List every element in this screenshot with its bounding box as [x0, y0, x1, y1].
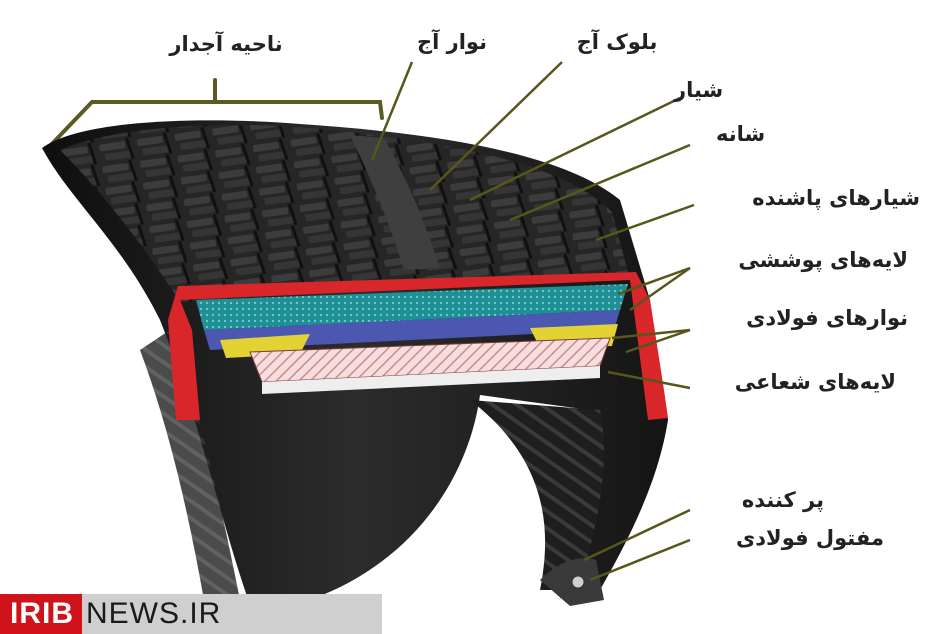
tread-zone-bracket — [46, 78, 384, 150]
leader-filler — [583, 508, 691, 562]
leader-steel-belts-1 — [611, 328, 691, 340]
inner-sidewall-ribs — [470, 400, 604, 590]
bead-area — [540, 558, 604, 606]
leader-radial-plies — [607, 370, 691, 390]
tread-strip-band — [350, 135, 440, 270]
label-cap-plies: لایه‌های پوششی — [738, 248, 908, 272]
label-steel-wire: مفتول فولادی — [736, 526, 884, 550]
leader-tread-block — [429, 61, 563, 191]
label-shoulder: شانه — [716, 122, 766, 146]
tread-surface — [60, 124, 628, 302]
leader-cap-plies-2 — [629, 266, 691, 312]
label-tread-block: بلوک آج — [576, 30, 658, 54]
leader-tread-strip — [370, 61, 414, 161]
left-sidewall-texture — [140, 330, 240, 606]
watermark-brand-box: IRIB — [0, 594, 82, 634]
label-filler: پر کننده — [741, 488, 824, 512]
leader-steel-wire — [589, 538, 691, 582]
blue-ply — [204, 310, 620, 350]
red-outer-layer — [168, 272, 668, 420]
steel-wire-bead — [571, 575, 585, 589]
leader-sipes — [595, 203, 695, 242]
label-groove: شیار — [674, 78, 724, 102]
cross-section-layers — [168, 272, 668, 420]
label-radial-plies: لایه‌های شعاعی — [734, 370, 896, 394]
label-steel-belts: نوارهای فولادی — [746, 306, 908, 330]
label-sipes: شیارهای پاشنده — [752, 186, 920, 210]
leader-steel-belts-2 — [625, 328, 691, 354]
label-tread-zone: ناحیه آجدار — [169, 32, 283, 56]
leader-cap-plies-1 — [617, 266, 691, 296]
leader-lines — [370, 61, 695, 582]
leader-shoulder — [509, 143, 691, 222]
inner-liner — [262, 366, 600, 394]
label-tread-strip: نوار آج — [417, 30, 487, 54]
teal-cap-ply — [196, 284, 628, 330]
irib-news-watermark: IRIB NEWS.IR — [0, 594, 382, 634]
watermark-brand-rest: NEWS.IR — [86, 597, 222, 630]
leader-groove — [469, 96, 681, 202]
